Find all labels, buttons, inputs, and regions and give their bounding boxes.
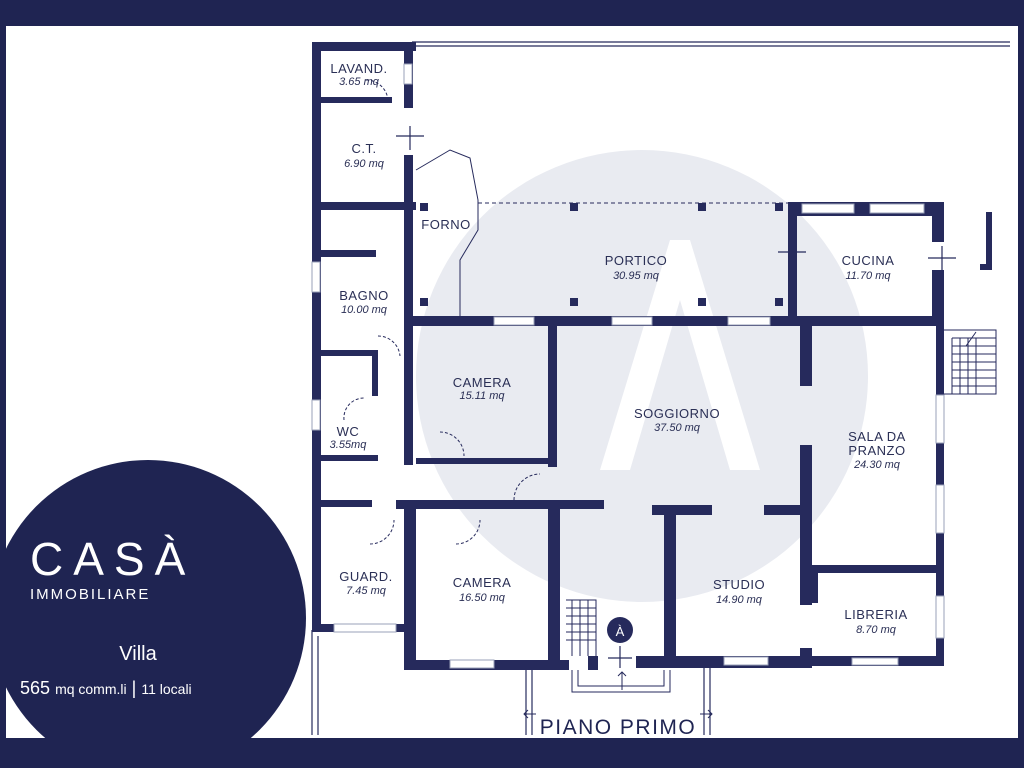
room-area-studio: 14.90 mq bbox=[716, 594, 763, 606]
room-name-bagno: BAGNO bbox=[339, 288, 388, 303]
room-area-sala-da-pranzo: 24.30 mq bbox=[853, 459, 901, 471]
plan-title: PIANO PRIMO bbox=[540, 716, 697, 738]
brand-logo: CASÀ bbox=[30, 533, 195, 585]
property-separator: | bbox=[132, 678, 137, 698]
room-area-camera-1: 15.11 mq bbox=[459, 390, 505, 402]
entrance-marker-label: À bbox=[616, 624, 625, 639]
room-name-wc: WC bbox=[337, 424, 360, 439]
room-name-camera-1: CAMERA bbox=[453, 375, 512, 390]
room-name-soggiorno: SOGGIORNO bbox=[634, 406, 720, 421]
brand-tagline: IMMOBILIARE bbox=[30, 586, 150, 603]
plan-title-group: PIANO PRIMO bbox=[536, 712, 700, 738]
white-frame: LAVAND. 3.65 mq C.T. 6.90 mq FORNO PORTI… bbox=[6, 26, 1018, 738]
room-name-ct: C.T. bbox=[351, 141, 376, 156]
room-area-guardaroba: 7.45 mq bbox=[346, 585, 387, 597]
room-name-cucina: CUCINA bbox=[842, 253, 895, 268]
room-name-libreria: LIBRERIA bbox=[844, 607, 907, 622]
watermark-logo bbox=[416, 150, 868, 602]
entrance-marker: À bbox=[607, 617, 633, 668]
property-size-value: 565 bbox=[20, 678, 50, 698]
brand-badge: CASÀ IMMOBILIARE Villa 565 mq comm.li | … bbox=[6, 460, 306, 738]
room-name-lavanderia: LAVAND. bbox=[330, 61, 387, 76]
property-rooms: 11 locali bbox=[141, 681, 191, 697]
door-jambs bbox=[396, 126, 956, 272]
door-swings bbox=[343, 79, 541, 545]
floor-plan-svg: LAVAND. 3.65 mq C.T. 6.90 mq FORNO PORTI… bbox=[6, 41, 1010, 738]
property-type: Villa bbox=[119, 643, 157, 665]
property-lines bbox=[311, 41, 1010, 735]
room-name-guardaroba: GUARD. bbox=[339, 569, 393, 584]
room-name-forno: FORNO bbox=[421, 217, 470, 232]
property-summary: 565 mq comm.li | 11 locali bbox=[20, 678, 192, 698]
room-area-soggiorno: 37.50 mq bbox=[654, 422, 701, 434]
room-name-sala-da-pranzo-1: SALA DA bbox=[848, 429, 906, 444]
room-name-portico: PORTICO bbox=[605, 253, 668, 268]
room-name-sala-da-pranzo-2: PRANZO bbox=[848, 443, 905, 458]
room-name-studio: STUDIO bbox=[713, 577, 765, 592]
room-area-bagno: 10.00 mq bbox=[341, 304, 388, 316]
windows bbox=[311, 63, 945, 669]
room-area-camera-2: 16.50 mq bbox=[459, 592, 506, 604]
room-area-ct: 6.90 mq bbox=[344, 158, 385, 170]
room-area-portico: 30.95 mq bbox=[613, 270, 660, 282]
room-name-camera-2: CAMERA bbox=[453, 575, 512, 590]
room-labels: LAVAND. 3.65 mq C.T. 6.90 mq FORNO PORTI… bbox=[330, 61, 907, 636]
property-size-unit: mq comm.li bbox=[55, 681, 127, 697]
room-area-libreria: 8.70 mq bbox=[856, 624, 897, 636]
room-area-cucina: 11.70 mq bbox=[845, 270, 891, 282]
room-area-lavanderia: 3.65 mq bbox=[339, 76, 380, 88]
room-area-wc: 3.55mq bbox=[330, 439, 368, 451]
